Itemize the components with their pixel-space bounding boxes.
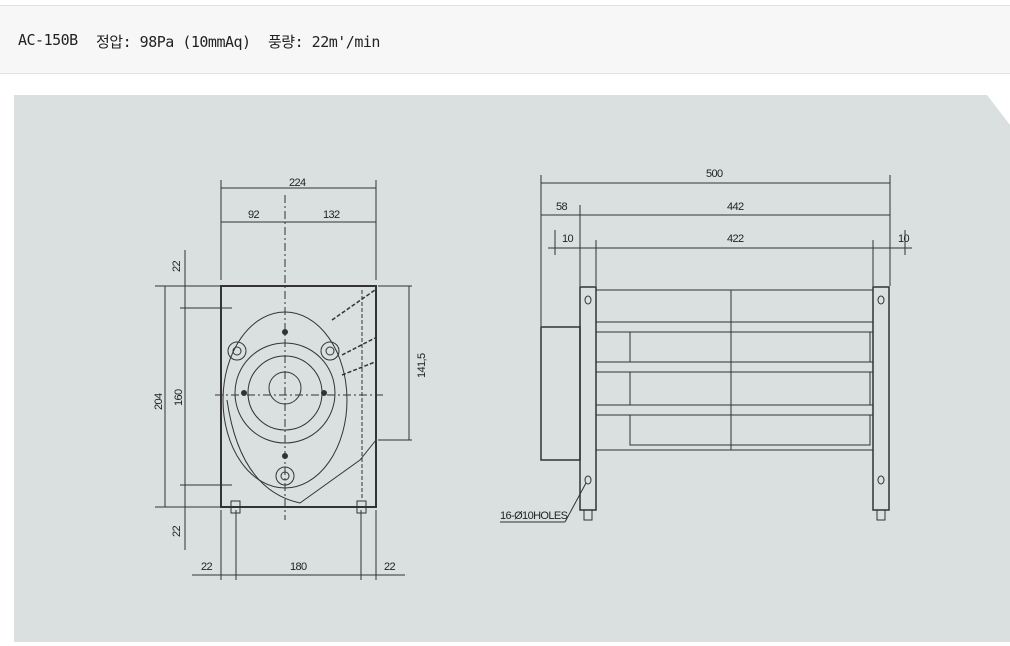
dim-141-5: 141,5 [416, 353, 428, 378]
dim-bottom-22: 22 [171, 525, 183, 537]
dim-top-22: 22 [171, 260, 183, 272]
dim-224: 224 [289, 177, 306, 189]
dim-160: 160 [173, 389, 185, 406]
static-pressure: 정압: 98Pa (10mmAq) [96, 33, 251, 51]
model-name: AC-150B [18, 31, 78, 49]
dim-132: 132 [323, 209, 340, 221]
dim-204: 204 [153, 393, 165, 410]
dim-bottom-right-22: 22 [384, 561, 396, 573]
spec-header: AC-150B 정압: 98Pa (10mmAq) 풍량: 22m'/min [0, 5, 1010, 74]
drawing-panel [14, 95, 1010, 642]
dim-180: 180 [290, 561, 307, 573]
front-view [155, 180, 412, 580]
dim-bottom-left-22: 22 [201, 561, 213, 573]
dim-422: 422 [727, 233, 744, 245]
dim-442: 442 [727, 201, 744, 213]
dim-92: 92 [248, 209, 260, 221]
airflow: 풍량: 22m'/min [268, 33, 380, 51]
side-view [500, 175, 912, 523]
dim-10-left: 10 [562, 233, 574, 245]
dim-10-right: 10 [898, 233, 910, 245]
dim-500: 500 [706, 168, 723, 180]
holes-label: 16-Ø10HOLES [500, 510, 568, 522]
dim-58: 58 [556, 201, 568, 213]
